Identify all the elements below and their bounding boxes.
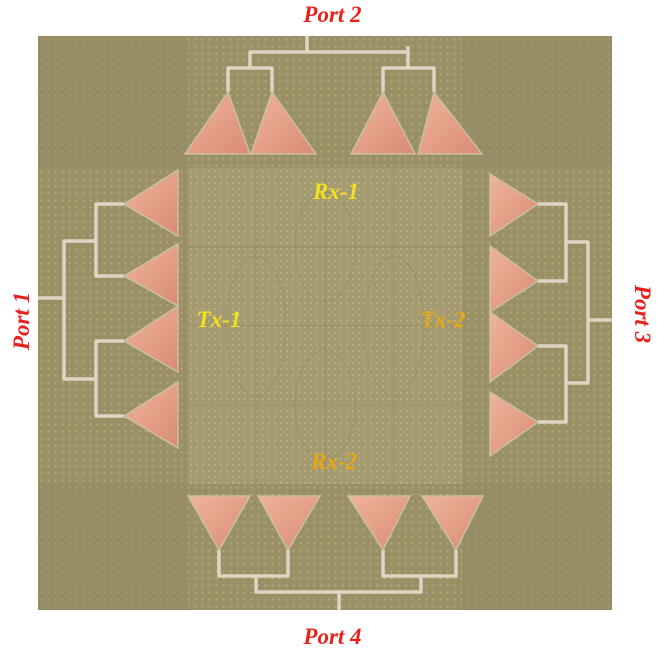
rx-2-label: Rx-2 xyxy=(310,449,357,474)
feed-network xyxy=(38,36,612,610)
triangle-antenna xyxy=(489,244,540,314)
tx-2-label: Tx-2 xyxy=(421,307,466,332)
corner-panel xyxy=(462,36,612,168)
triangle-antenna xyxy=(122,168,179,238)
triangle-antenna xyxy=(256,495,322,552)
tx-1-label: Tx-1 xyxy=(197,307,242,332)
port-2-label: Port 2 xyxy=(303,2,362,27)
triangle-antenna xyxy=(489,390,540,458)
port-4-label: Port 4 xyxy=(303,624,362,649)
triangle-antenna xyxy=(489,172,540,238)
triangle-antenna xyxy=(186,495,252,552)
antenna-elements xyxy=(122,90,540,552)
triangle-antenna xyxy=(249,90,318,155)
rx-1-label: Rx-1 xyxy=(312,179,359,204)
corner-panel xyxy=(462,484,612,610)
triangle-antenna xyxy=(417,90,484,155)
triangle-antenna xyxy=(122,242,179,308)
triangle-antenna xyxy=(346,495,412,552)
triangle-antenna xyxy=(122,304,179,374)
corner-panel xyxy=(38,36,188,168)
triangle-antenna xyxy=(122,380,179,450)
corner-panel xyxy=(38,484,188,610)
port-3-label: Port 3 xyxy=(630,284,655,344)
triangle-antenna xyxy=(349,90,417,155)
triangle-antenna xyxy=(420,495,485,552)
triangle-antenna xyxy=(489,310,540,384)
antenna-board-photo: Rx-1 Rx-2 Tx-1 Tx-2 xyxy=(38,36,612,610)
triangle-antenna xyxy=(183,90,252,155)
port-1-label: Port 1 xyxy=(9,291,34,351)
